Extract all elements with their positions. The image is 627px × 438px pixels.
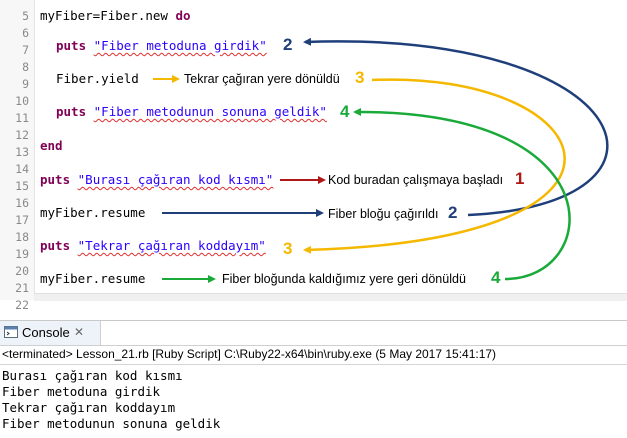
step-number-badge: 2 [283, 35, 293, 54]
line-number: 20 [15, 264, 29, 278]
line-number: 13 [15, 145, 29, 159]
code-line-9: Fiber.yield [56, 71, 139, 87]
line-number: 11 [15, 111, 29, 125]
line-number: 22 [15, 298, 29, 312]
string-literal: "Fiber metodunun sonuna geldik" [93, 104, 327, 119]
step-number-badge: 3 [283, 239, 293, 258]
console-tab-label: Console [22, 325, 70, 340]
console-tab-bar: Console ✕ [0, 320, 627, 346]
horizontal-scrollbar[interactable] [34, 293, 627, 301]
step-number-badge: 2 [448, 203, 458, 222]
line-number: 8 [22, 60, 29, 74]
line-number: 16 [15, 196, 29, 210]
keyword: puts [56, 38, 87, 53]
console-status-header: <terminated> Lesson_21.rb [Ruby Script] … [2, 347, 497, 361]
line-number-gutter: 5 6 7 8 9 10 11 12 13 14 15 16 17 18 19 … [0, 0, 35, 312]
line-number: 14 [15, 162, 29, 176]
step-number-badge: 4 [491, 268, 501, 287]
line-number: 21 [15, 281, 29, 295]
keyword: puts [40, 238, 71, 253]
annotation-label: Tekrar çağıran yere dönüldü [184, 72, 340, 86]
code-line-13: end [40, 138, 63, 154]
step-number-badge: 3 [355, 68, 365, 87]
console-output-line: Tekrar çağıran koddayım [2, 400, 176, 415]
string-literal: "Fiber metoduna girdik" [93, 38, 267, 53]
line-number: 15 [15, 179, 29, 193]
string-literal: "Tekrar çağıran koddayım" [77, 238, 266, 253]
code-editor[interactable]: 5 6 7 8 9 10 11 12 13 14 15 16 17 18 19 … [0, 0, 627, 312]
line-number: 12 [15, 128, 29, 142]
line-number: 17 [15, 213, 29, 227]
step-number-badge: 4 [340, 102, 350, 121]
console-output-line: Fiber metodunun sonuna geldik [2, 416, 221, 431]
line-number: 19 [15, 247, 29, 261]
tab-console[interactable]: Console ✕ [0, 321, 101, 345]
annotation-label: Fiber bloğunda kaldığımız yere geri dönü… [222, 272, 466, 286]
arrow-icon [303, 37, 609, 217]
line-number: 7 [22, 43, 29, 57]
divider [0, 364, 627, 365]
code-line-21: myFiber.resume [40, 271, 145, 287]
code-line-15: puts "Burası çağıran kod kısmı" [40, 172, 273, 188]
code-text: myFiber=Fiber.new [40, 8, 176, 23]
arrow-icon [353, 107, 571, 281]
line-number: 10 [15, 94, 29, 108]
console-output-line: Fiber metoduna girdik [2, 384, 161, 399]
string-literal: "Burası çağıran kod kısmı" [77, 172, 274, 187]
line-number: 5 [22, 9, 29, 23]
code-text: myFiber.resume [40, 271, 146, 286]
console-output-line: Burası çağıran kod kısmı [2, 368, 183, 383]
keyword: do [175, 8, 191, 23]
keyword: puts [40, 172, 71, 187]
code-line-19: puts "Tekrar çağıran koddayım" [40, 238, 266, 254]
code-line-5: myFiber=Fiber.new do [40, 8, 191, 24]
step-number-badge: 1 [515, 169, 525, 188]
code-text: myFiber.resume [40, 205, 146, 220]
close-icon[interactable]: ✕ [74, 325, 85, 339]
line-number: 6 [22, 26, 29, 40]
line-number: 18 [15, 230, 29, 244]
keyword: puts [56, 104, 87, 119]
code-line-11: puts "Fiber metodunun sonuna geldik" [56, 104, 327, 120]
code-line-7: puts "Fiber metoduna girdik" [56, 38, 267, 54]
keyword: end [40, 138, 63, 153]
annotation-label: Fiber bloğu çağırıldı [328, 207, 439, 221]
line-number: 9 [22, 77, 29, 91]
console-icon [4, 326, 18, 338]
code-text: Fiber.yield [56, 71, 139, 86]
annotation-label: Kod buradan çalışmaya başladı [328, 173, 504, 187]
code-line-17: myFiber.resume [40, 205, 145, 221]
